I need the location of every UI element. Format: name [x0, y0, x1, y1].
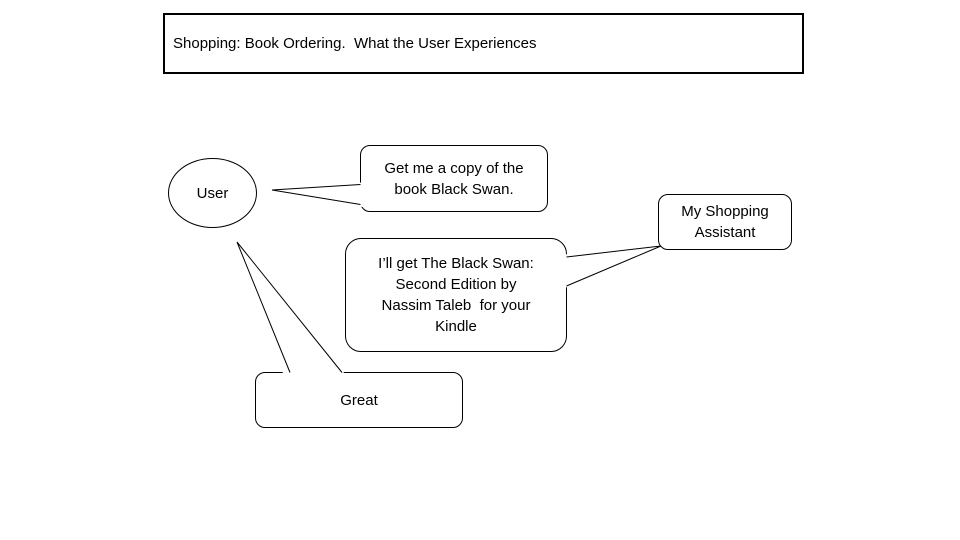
bubble-tail-user-response [236, 241, 343, 373]
bubble-tail-erase-user-request [272, 182, 368, 208]
speech-bubble-assistant-reply: I’ll get The Black Swan: Second Edition … [345, 238, 567, 352]
speech-bubble-user-response-text: Great [340, 391, 378, 409]
speech-bubble-user-response: Great [255, 372, 463, 428]
user-actor-ellipse: User [168, 158, 257, 228]
bubble-tail-erase-user-response [237, 242, 349, 379]
title-box: Shopping: Book Ordering. What the User E… [163, 13, 804, 74]
bubble-tail-user-request [271, 184, 361, 205]
speech-bubble-assistant-reply-text: I’ll get The Black Swan: Second Edition … [378, 255, 534, 335]
assistant-actor-label: My Shopping Assistant [681, 203, 769, 241]
bubble-tail-erase-assistant-reply [558, 246, 661, 291]
user-actor-label: User [196, 184, 229, 202]
speech-bubble-user-request: Get me a copy of the book Black Swan. [360, 145, 548, 212]
bubble-tail-assistant-reply [566, 245, 662, 287]
speech-bubble-user-request-text: Get me a copy of the book Black Swan. [384, 159, 524, 198]
assistant-actor-box: My Shopping Assistant [658, 194, 792, 250]
slide-title: Shopping: Book Ordering. What the User E… [173, 35, 537, 52]
